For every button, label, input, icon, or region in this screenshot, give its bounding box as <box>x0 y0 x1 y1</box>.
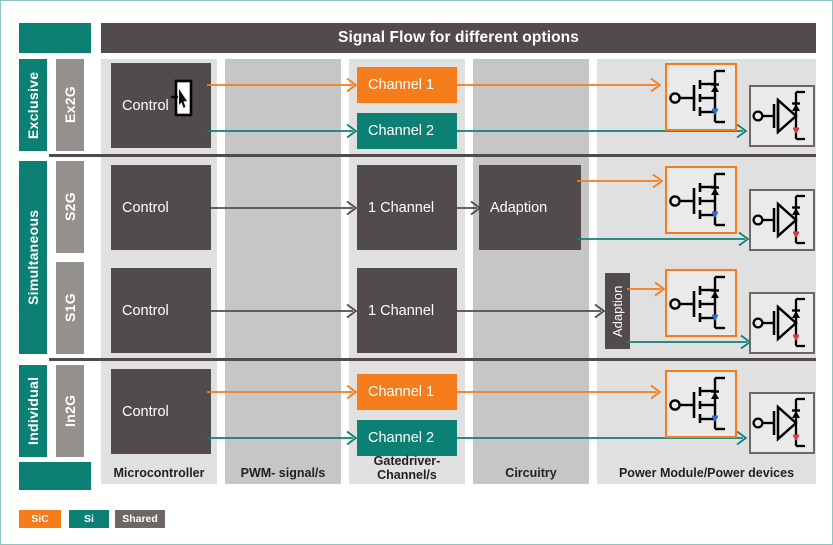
arrow-s2g-control-to-channel <box>207 198 361 218</box>
control-block-ex2g: Control <box>111 63 211 148</box>
channel-block-s1g: 1 Channel <box>357 268 457 353</box>
device-s2g-sic-mosfet <box>665 166 737 234</box>
arrow-s1g-channel-to-adaption <box>453 301 611 321</box>
group-label-exclusive: Exclusive <box>19 59 47 151</box>
device-s1g-si-igbt <box>749 292 815 354</box>
group-label-simultaneous: Simultaneous <box>19 161 47 354</box>
arrow-ex2g-channel1-to-sic-device <box>453 75 667 95</box>
channel-block-in2g-channel-1: Channel 1 <box>357 374 457 410</box>
arrow-s1g-adaption-to-sic-device <box>627 279 671 299</box>
column-caption-power-module: Power Module/Power devices <box>618 465 795 480</box>
page-title: Signal Flow for different options <box>101 23 816 53</box>
group-separator-1 <box>49 154 816 157</box>
arrow-ex2g-control-to-channel1 <box>207 75 361 95</box>
option-label-ex2g: Ex2G <box>56 59 84 151</box>
option-label-in2g: In2G <box>56 365 84 457</box>
column-caption-gatedriver: Gatedriver- Channel/s <box>349 451 465 485</box>
device-in2g-si-igbt <box>749 392 815 454</box>
legend-item-sic: SiC <box>19 510 61 528</box>
arrow-s2g-adaption-to-si-device <box>577 229 755 249</box>
adaption-block-s2g: Adaption <box>479 165 581 250</box>
channel-block-ex2g-channel-2: Channel 2 <box>357 113 457 149</box>
channel-block-in2g-channel-2: Channel 2 <box>357 420 457 456</box>
device-in2g-sic-mosfet <box>665 370 737 438</box>
arrow-ex2g-channel2-to-si-device <box>453 121 753 141</box>
column-caption-microcontroller: Microcontroller <box>113 465 205 480</box>
arrow-ex2g-control-to-channel2 <box>207 121 361 141</box>
control-block-s2g: Control <box>111 165 211 250</box>
channel-block-s2g: 1 Channel <box>357 165 457 250</box>
column-bg-circuitry <box>473 59 589 484</box>
option-label-s1g: S1G <box>56 262 84 354</box>
group-label-individual: Individual <box>19 365 47 457</box>
device-s1g-sic-mosfet <box>665 269 737 337</box>
header-corner-block <box>19 23 91 53</box>
arrow-s2g-adaption-to-sic-device <box>577 171 669 191</box>
arrow-in2g-channel2-to-si-device <box>453 428 753 448</box>
control-block-s1g: Control <box>111 268 211 353</box>
arrow-in2g-control-to-channel2 <box>207 428 361 448</box>
group-footer-block <box>19 462 91 490</box>
column-caption-gatedriver-line2: Channel/s <box>377 468 437 482</box>
arrow-s1g-control-to-channel <box>207 301 361 321</box>
arrow-in2g-channel1-to-sic-device <box>453 382 667 402</box>
legend-item-si: Si <box>69 510 109 528</box>
legend-item-shared: Shared <box>115 510 165 528</box>
device-ex2g-sic-mosfet <box>665 63 737 131</box>
device-s2g-si-igbt <box>749 189 815 251</box>
option-label-s2g: S2G <box>56 161 84 253</box>
control-block-in2g: Control <box>111 369 211 454</box>
column-caption-circuitry: Circuitry <box>505 465 557 480</box>
cursor-icon <box>171 79 197 117</box>
column-bg-pwm-signals <box>225 59 341 484</box>
arrow-s2g-channel-to-adaption <box>453 198 485 218</box>
channel-block-ex2g-channel-1: Channel 1 <box>357 67 457 103</box>
group-separator-2 <box>49 358 816 361</box>
column-caption-pwm-signals: PWM- signal/s <box>240 465 326 480</box>
column-caption-gatedriver-line1: Gatedriver- <box>373 453 441 468</box>
device-ex2g-si-igbt <box>749 85 815 147</box>
arrow-in2g-control-to-channel1 <box>207 382 361 402</box>
